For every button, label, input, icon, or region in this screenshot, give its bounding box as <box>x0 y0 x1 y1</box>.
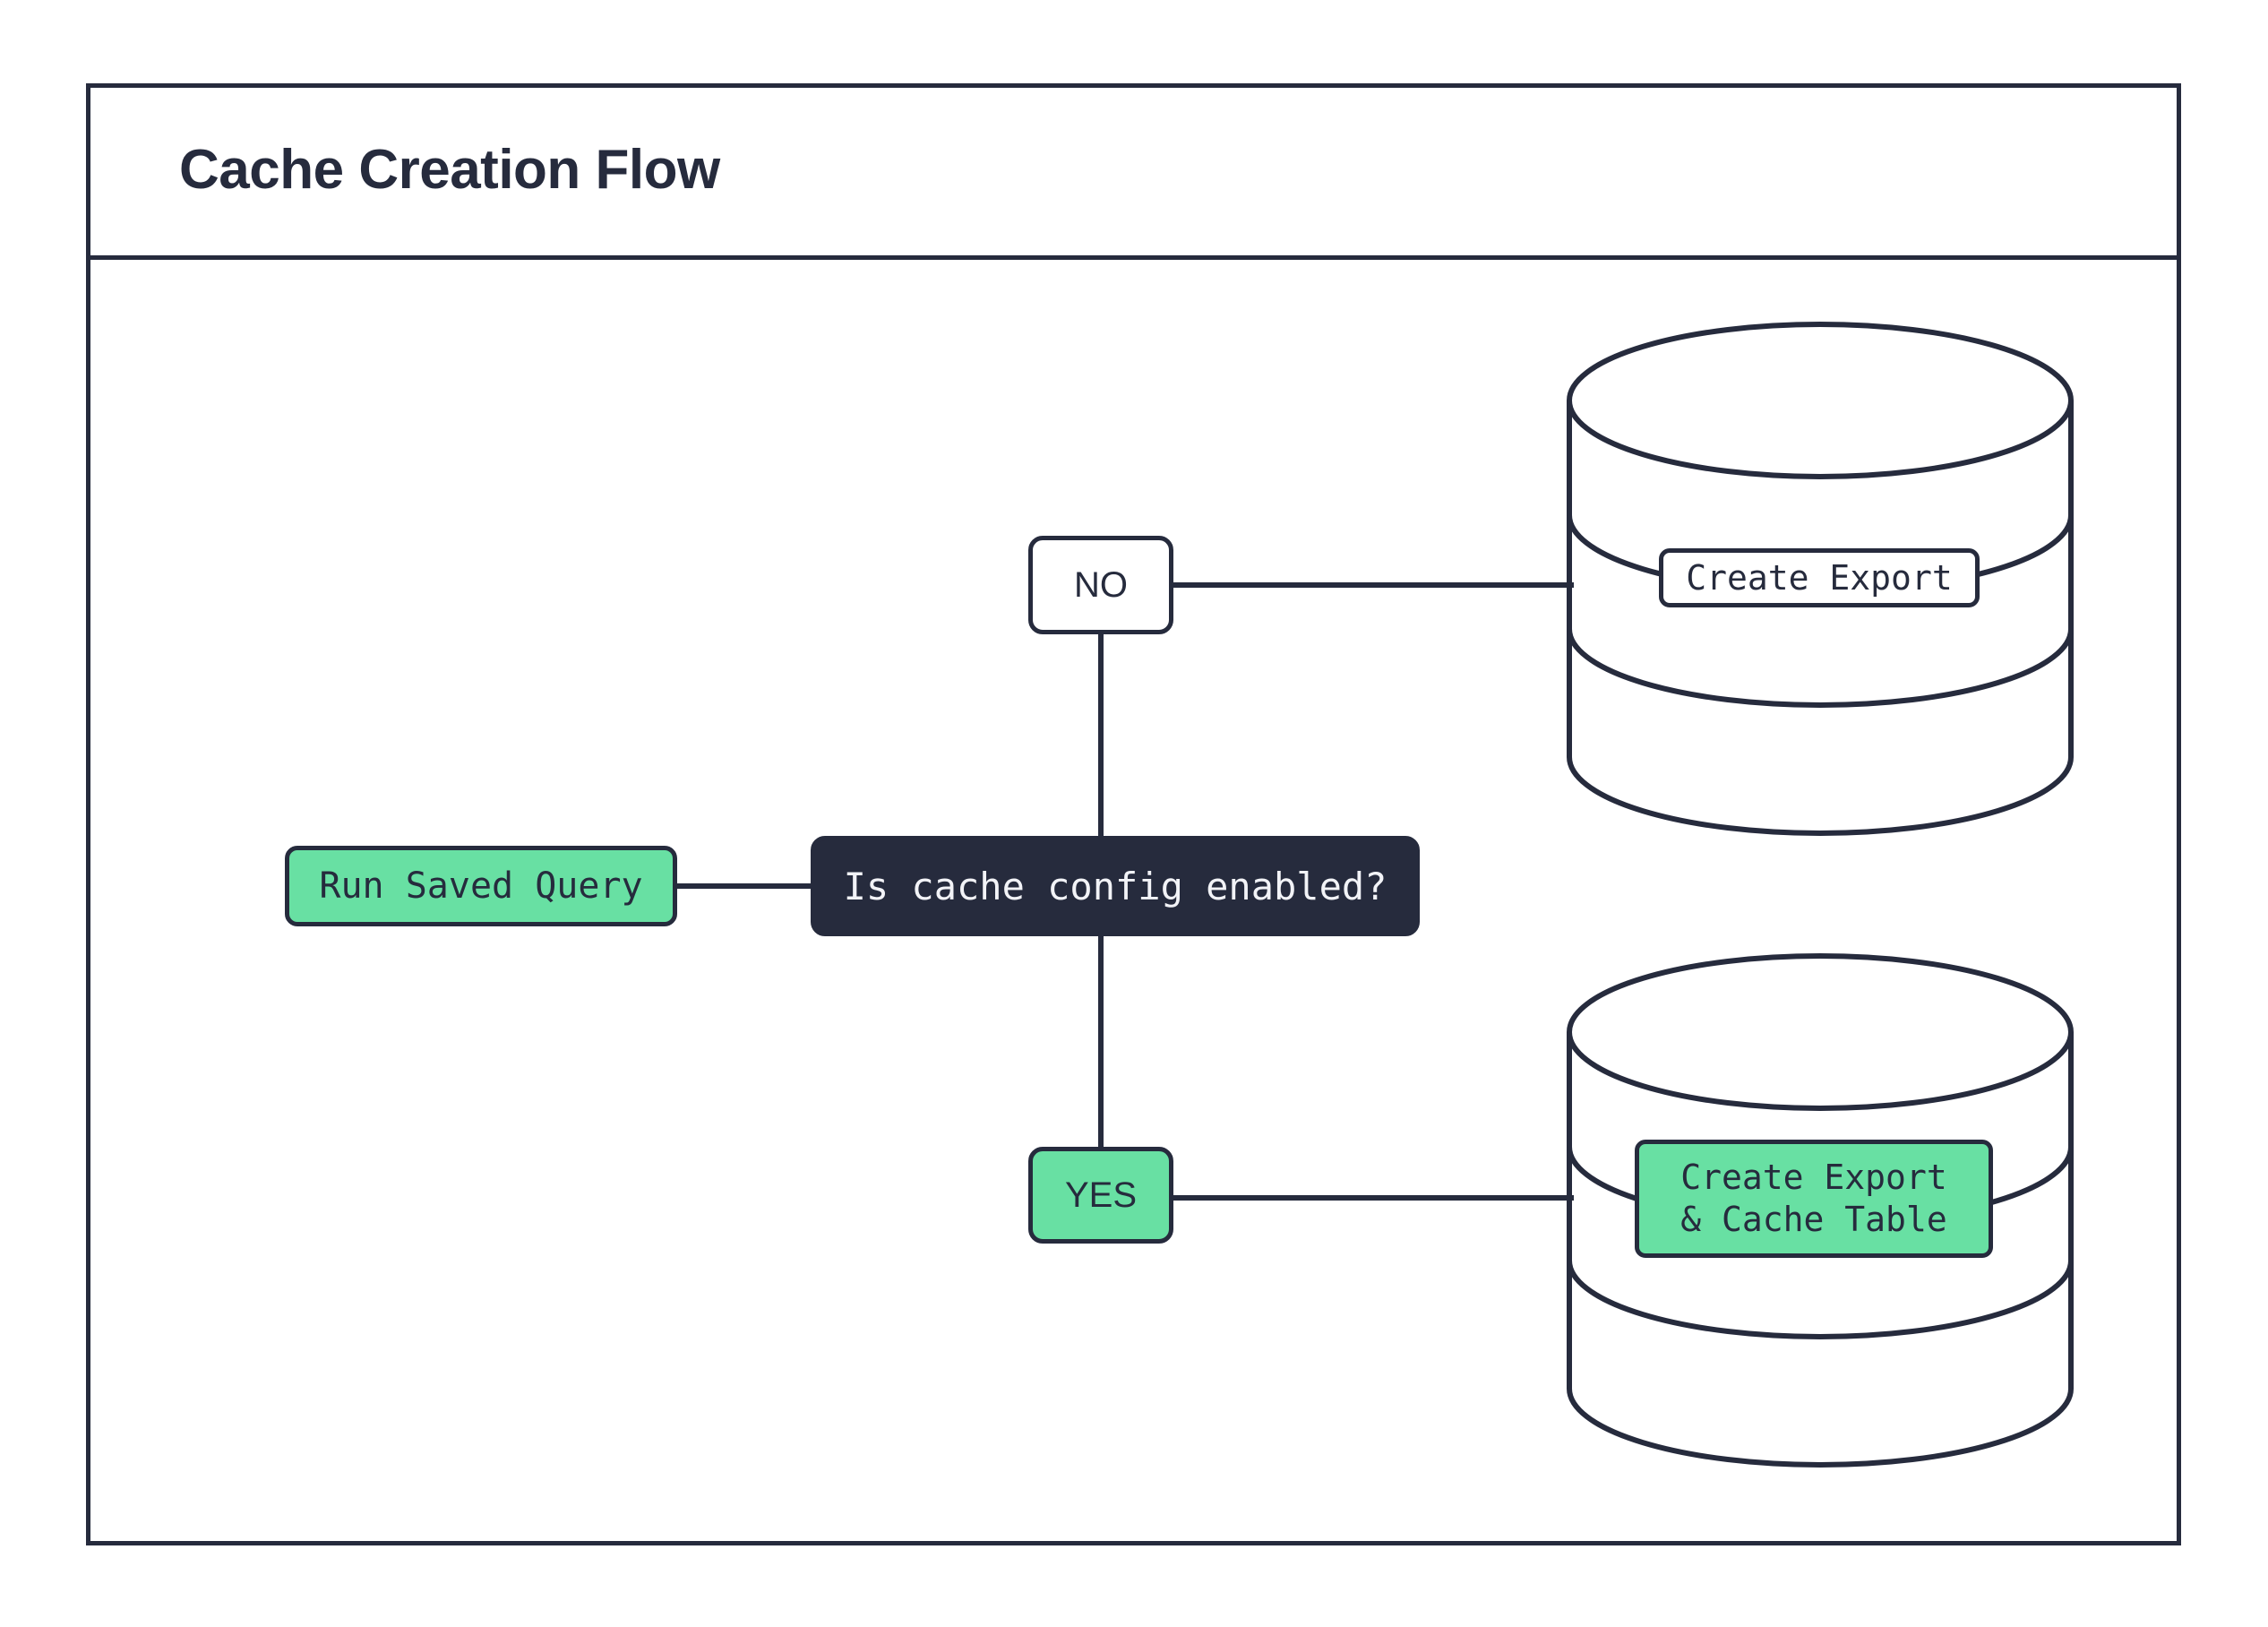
node-label-line-2: & Cache Table <box>1680 1200 1947 1239</box>
node-branch-no[interactable]: NO <box>1028 536 1173 634</box>
node-branch-yes[interactable]: YES <box>1028 1147 1173 1244</box>
node-create-export-and-cache-table[interactable]: Create Export & Cache Table <box>1635 1140 1993 1258</box>
diagram-title-bar: Cache Creation Flow <box>86 83 2181 260</box>
diagram-frame <box>86 83 2181 1545</box>
node-label-line-1: Create Export <box>1680 1157 1947 1197</box>
node-decision-cache-config[interactable]: Is cache config enabled? <box>811 836 1420 936</box>
node-run-saved-query[interactable]: Run Saved Query <box>285 846 677 926</box>
page-title: Cache Creation Flow <box>179 138 720 201</box>
node-create-export[interactable]: Create Export <box>1659 548 1980 607</box>
